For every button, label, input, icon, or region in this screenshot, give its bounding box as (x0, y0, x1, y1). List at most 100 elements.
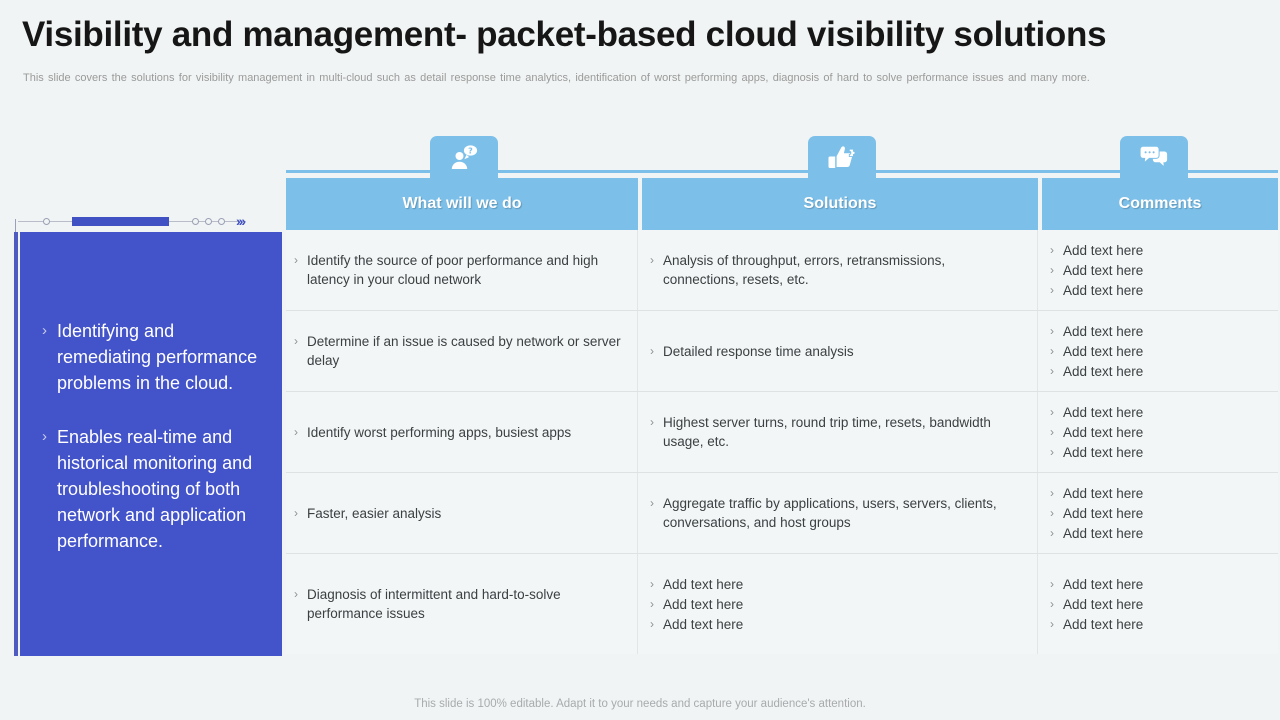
cell-what-will-we-do: › Diagnosis of intermittent and hard-to-s… (286, 554, 638, 654)
chevron-right-icon: › (294, 253, 298, 267)
table-row: ›Faster, easier analysis ›Aggregate traf… (286, 473, 1278, 554)
list-item: ›Highest server turns, round trip time, … (650, 413, 1023, 451)
table-header-row: What will we do Solutions Comments (286, 178, 1278, 230)
chevron-right-icon: › (1050, 505, 1054, 520)
list-item: › Add text here (1050, 362, 1264, 381)
list-item-text: Add text here (1063, 282, 1144, 298)
list-item-text: Add text here (1063, 525, 1144, 541)
table-row: › Diagnosis of intermittent and hard-to-s… (286, 554, 1278, 654)
chevron-right-icon: › (650, 253, 654, 267)
list-item-text: Add text here (663, 576, 744, 592)
chevron-right-icon: › (1050, 323, 1054, 338)
svg-text:?: ? (468, 147, 473, 156)
page-title: Visibility and management- packet-based … (22, 15, 1107, 54)
list-item-text: Analysis of throughput, errors, retransm… (663, 253, 946, 287)
list-item: › Add text here (1050, 595, 1264, 614)
chevron-right-icon: › (650, 415, 654, 429)
list-item-text: Add text here (1063, 616, 1144, 632)
cell-solutions: ›Highest server turns, round trip time, … (642, 392, 1038, 472)
chevron-right-icon: › (1050, 485, 1054, 500)
chevron-right-icon: › (650, 596, 654, 611)
list-item-text: Add text here (1063, 343, 1144, 359)
chevron-right-icon: › (650, 576, 654, 591)
chevron-right-icon: › (650, 343, 654, 358)
table-row: › Identify worst performing apps, busiest… (286, 392, 1278, 473)
list-item: › Add text here (1050, 443, 1264, 462)
list-item: ›Add text here (1050, 524, 1264, 543)
list-item: ›Add text here (1050, 241, 1264, 260)
decoration-bar (72, 217, 169, 226)
chevron-right-icon: › (1050, 343, 1054, 358)
table-row: ›Determine if an issue is caused by netw… (286, 311, 1278, 392)
chevron-right-icon: › (42, 322, 47, 339)
cell-solutions: ›Detailed response time analysis (642, 311, 1038, 391)
table-top-accent-line (286, 170, 1278, 173)
chevron-right-icon: › (1050, 444, 1054, 459)
cell-comments: ›Add text here ›Add text here ›Add text … (1042, 230, 1278, 310)
list-item-text: Add text here (1063, 596, 1144, 612)
decoration-circle (218, 218, 225, 225)
list-item-text: Add text here (1063, 444, 1144, 460)
speech-bubbles-icon (1139, 144, 1169, 170)
list-item: › Identify the source of poor performance… (294, 251, 623, 289)
cell-what-will-we-do: › Identify worst performing apps, busiest… (286, 392, 638, 472)
column-header-comments: Comments (1042, 178, 1278, 230)
list-item: ›Faster, easier analysis (294, 504, 623, 523)
column-header-what-will-we-do: What will we do (286, 178, 638, 230)
chevron-right-icon: › (1050, 282, 1054, 297)
chevron-right-icon: › (1050, 262, 1054, 277)
footer-note: This slide is 100% editable. Adapt it to… (414, 698, 866, 710)
list-item-text: Add text here (1063, 404, 1144, 420)
chevron-right-icon: › (294, 587, 298, 601)
chevron-right-icon: ››› (236, 213, 246, 229)
cell-solutions: › Analysis of throughput, errors, retrans… (642, 230, 1038, 310)
column-header-solutions: Solutions (642, 178, 1038, 230)
highlight-bullet: › Identifying and remediating performanc… (42, 318, 264, 396)
solutions-table: What will we do Solutions Comments › Iden… (286, 170, 1278, 654)
decoration-circle (43, 218, 50, 225)
cell-what-will-we-do: › Identify the source of poor performance… (286, 230, 638, 310)
chevron-right-icon: › (1050, 576, 1054, 591)
list-item: › Add text here (1050, 281, 1264, 300)
cell-comments: › Add text here › Add text here › Add text … (1042, 554, 1278, 654)
page-subtitle: This slide covers the solutions for visi… (23, 72, 1090, 84)
list-item: › Analysis of throughput, errors, retrans… (650, 251, 1023, 289)
highlight-bullet: › Enables real-time and historical monit… (42, 424, 264, 554)
decoration-circle (192, 218, 199, 225)
table-row: › Identify the source of poor performance… (286, 230, 1278, 311)
list-item-text: Identify the source of poor performance … (307, 253, 599, 287)
highlight-bullet-text: Enables real-time and historical monitor… (57, 427, 253, 551)
list-item: › Add text here (650, 595, 1023, 614)
left-panel-edge (14, 232, 18, 656)
list-item: ›Detailed response time analysis (650, 342, 1023, 361)
list-item-text: Add text here (1063, 505, 1144, 521)
chevron-right-icon: › (650, 616, 654, 631)
list-item-text: Identify worst performing apps, busiest … (307, 424, 572, 440)
list-item: › Identify worst performing apps, busiest… (294, 423, 623, 442)
cell-comments: › Add text here › Add text here › Add text … (1042, 311, 1278, 391)
list-item: › Add text here (1050, 261, 1264, 280)
list-item: › Add text here (1050, 575, 1264, 594)
list-item-text: Diagnosis of intermittent and hard-to-so… (307, 587, 561, 621)
highlight-bullet-text: Identifying and remediating performance … (57, 321, 258, 393)
list-item-text: Add text here (1063, 363, 1144, 379)
list-item: › Add text here (1050, 342, 1264, 361)
list-item: ›Add text here (1050, 403, 1264, 422)
list-item: ›Add text here (1050, 423, 1264, 442)
chevron-right-icon: › (1050, 363, 1054, 378)
slider-decoration: ››› (14, 213, 254, 241)
cell-solutions: › Add text here › Add text here › Add text … (642, 554, 1038, 654)
list-item-text: Add text here (1063, 485, 1144, 501)
list-item-text: Add text here (1063, 262, 1144, 278)
list-item-text: Add text here (663, 596, 744, 612)
list-item-text: Add text here (1063, 576, 1144, 592)
list-item-text: Add text here (1063, 323, 1144, 339)
chevron-right-icon: › (1050, 242, 1054, 257)
chevron-right-icon: › (294, 424, 298, 439)
chevron-right-icon: › (1050, 616, 1054, 631)
decoration-circle (205, 218, 212, 225)
person-question-icon: ? (449, 144, 479, 170)
list-item-text: Add text here (1063, 424, 1144, 440)
chevron-right-icon: › (1050, 596, 1054, 611)
list-item: › Add text here (650, 575, 1023, 594)
